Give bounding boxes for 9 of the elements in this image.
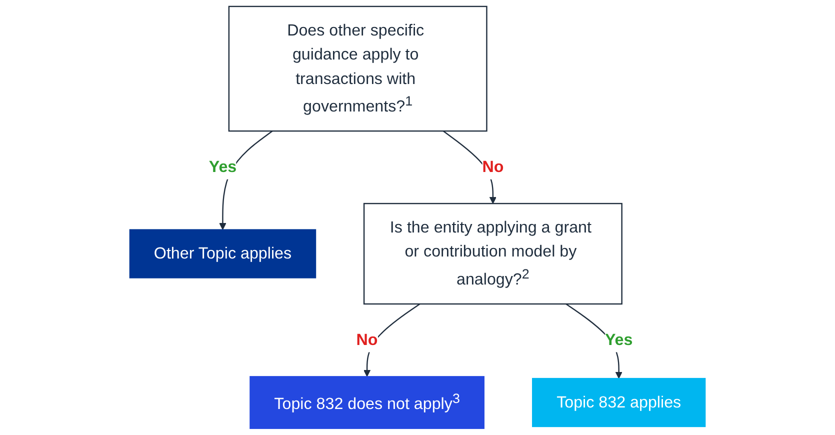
node-box: Is the entity applying a grant or contribution model by analogy?$^{2}$ <box>363 202 622 305</box>
node-box: Topic 832 does not apply$^{3}$ <box>250 376 484 429</box>
node-box: Does other specific guidance apply to transactions with governments?$^{1}$ <box>228 6 488 132</box>
node-box: Topic 832 applies <box>532 378 706 428</box>
node-box: Other Topic applies <box>129 229 316 278</box>
edge-label: No <box>482 158 504 176</box>
edge-label: Yes <box>604 331 633 350</box>
edge-label: Yes <box>208 158 237 176</box>
edge-label: No <box>356 331 378 350</box>
